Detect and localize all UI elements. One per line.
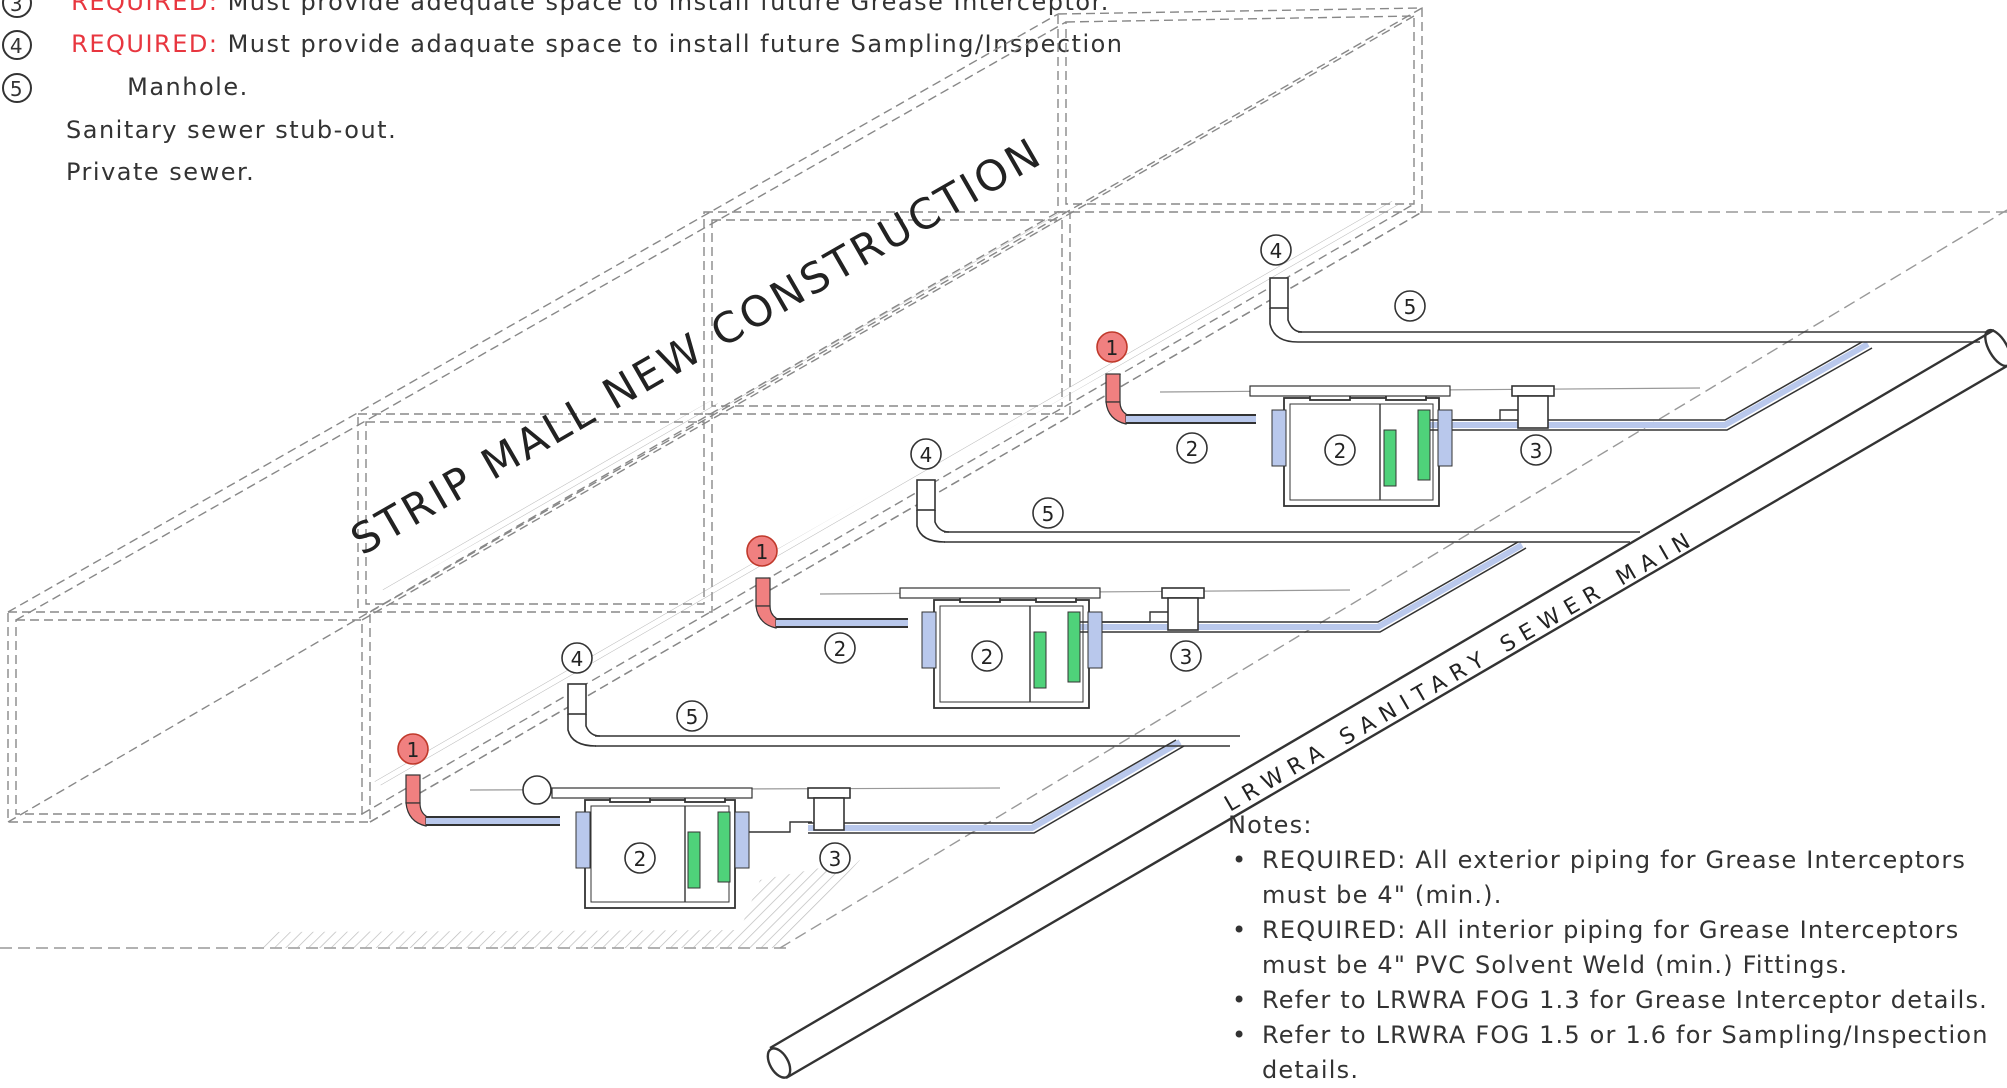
grease-interceptor-tank <box>1249 385 1518 507</box>
svg-text:2: 2 <box>634 847 647 871</box>
svg-text:1: 1 <box>756 540 769 564</box>
interceptor-unit-middle: 1 2 2 3 4 5 <box>746 438 1640 709</box>
callout-5-front: 5 <box>676 700 708 732</box>
interceptor-unit-front: 1 2 3 4 5 <box>397 642 1240 909</box>
callout-5-rear: 5 <box>1394 290 1426 322</box>
callout-4-middle: 4 <box>910 438 942 470</box>
callout-2-pipe-rear: 2 <box>1176 432 1208 464</box>
svg-text:1: 1 <box>407 738 420 762</box>
interceptor-unit-rear: 1 2 2 3 4 5 <box>1096 234 1990 507</box>
callout-3-rear: 3 <box>1520 434 1552 466</box>
svg-text:5: 5 <box>1404 295 1417 319</box>
svg-text:5: 5 <box>686 705 699 729</box>
sampling-manhole <box>1161 587 1205 631</box>
note-item: Refer to LRWRA FOG 1.5 or 1.6 for Sampli… <box>1228 1018 2007 1088</box>
building-label: STRIP MALL NEW CONSTRUCTION <box>343 128 1051 565</box>
callout-2-tank-middle: 2 <box>971 640 1003 672</box>
legend-item-4-text: Must provide adaquate space to install f… <box>227 30 1124 58</box>
sampling-manhole <box>1511 385 1555 429</box>
callout-2-tank-rear: 2 <box>1324 434 1356 466</box>
svg-text:4: 4 <box>571 647 584 671</box>
legend-private-sewer: Private sewer. <box>66 158 256 186</box>
callout-1-rear: 1 <box>1096 331 1128 363</box>
note-item: REQUIRED: All interior piping for Grease… <box>1228 913 2007 983</box>
callout-2-pipe-front <box>522 775 552 805</box>
legend-item-3-text: Must provide adequate space to install f… <box>227 0 1110 16</box>
notes-title: Notes: <box>1228 811 1313 839</box>
notes-block: Notes: REQUIRED: All exterior piping for… <box>1228 808 2007 1088</box>
svg-text:3: 3 <box>829 847 842 871</box>
svg-text:3: 3 <box>1530 439 1543 463</box>
sanitary-sewer-main <box>766 328 2007 1080</box>
legend-item-4: 4 REQUIRED: Must provide adaquate space … <box>0 28 1124 62</box>
callout-1-middle: 1 <box>746 535 778 567</box>
svg-text:5: 5 <box>1042 502 1055 526</box>
svg-text:2: 2 <box>1186 437 1199 461</box>
fixture-riser <box>405 774 560 827</box>
callout-1-front: 1 <box>397 733 429 765</box>
legend-item-4-required: REQUIRED: <box>71 30 219 58</box>
svg-text:2: 2 <box>834 637 847 661</box>
callout-3-front: 3 <box>819 842 851 874</box>
svg-text:5: 5 <box>10 77 24 101</box>
callout-4-icon: 4 <box>2 30 32 60</box>
svg-text:2: 2 <box>981 645 994 669</box>
sanitary-stub-out <box>1269 277 1990 343</box>
note-item: Refer to LRWRA FOG 1.3 for Grease Interc… <box>1228 983 2007 1018</box>
callout-2-tank-front: 2 <box>624 842 656 874</box>
svg-text:3: 3 <box>1180 645 1193 669</box>
callout-4-front: 4 <box>561 642 593 674</box>
soil-hatch <box>260 860 860 948</box>
callout-2-pipe-middle: 2 <box>824 632 856 664</box>
sampling-manhole <box>807 787 851 831</box>
legend-stub-out: Sanitary sewer stub-out. <box>66 116 398 144</box>
private-sewer-pipe <box>808 739 1182 831</box>
callout-4-rear: 4 <box>1260 234 1292 266</box>
svg-text:2: 2 <box>1334 439 1347 463</box>
legend-item-5: 5 Manhole. <box>0 71 249 105</box>
svg-text:1: 1 <box>1106 336 1119 360</box>
svg-text:3: 3 <box>10 0 24 16</box>
svg-text:4: 4 <box>1270 239 1283 263</box>
grease-interceptor-tank <box>551 787 812 909</box>
callout-3-middle: 3 <box>1170 640 1202 672</box>
legend-item-3: 3 REQUIRED: Must provide adequate space … <box>0 0 1110 20</box>
legend-item-3-required: REQUIRED: <box>71 0 219 16</box>
building-wall-hatching <box>372 200 1400 786</box>
svg-text:4: 4 <box>10 34 24 58</box>
sewer-main-label: LRWRA SANITARY SEWER MAIN <box>1221 525 1702 817</box>
sanitary-stub-out <box>916 479 1640 543</box>
callout-5-middle: 5 <box>1032 497 1064 529</box>
svg-text:4: 4 <box>920 443 933 467</box>
callout-5-icon: 5 <box>2 73 32 103</box>
legend-item-4-continued: Manhole. <box>127 73 249 101</box>
sanitary-stub-out <box>567 683 1240 747</box>
notes-list: REQUIRED: All exterior piping for Grease… <box>1228 843 2007 1088</box>
note-item: REQUIRED: All exterior piping for Grease… <box>1228 843 2007 913</box>
fixture-riser <box>1105 373 1256 425</box>
callout-3-icon: 3 <box>2 0 32 18</box>
grease-interceptor-tank <box>899 587 1168 709</box>
fixture-riser <box>755 577 908 629</box>
